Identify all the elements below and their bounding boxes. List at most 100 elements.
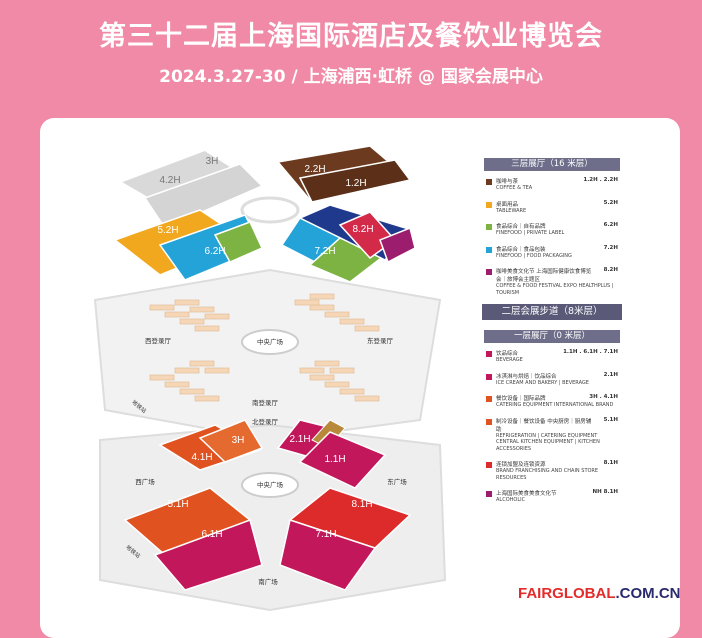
hall-label: 7.1H bbox=[315, 529, 336, 540]
legend-item-en: CATERING EQUIPMENT INTERNATIONAL BRAND bbox=[496, 402, 614, 408]
hall-label: 5.1H bbox=[167, 499, 188, 510]
hall-6-1h-shape bbox=[153, 519, 263, 591]
legend-item-halls: 1.2H . 2.2H bbox=[583, 177, 618, 183]
legend-swatch bbox=[486, 351, 492, 357]
legend-item-cn: 食品综合｜自有品牌 bbox=[496, 224, 546, 230]
hall-label: 3H bbox=[206, 156, 219, 167]
hall-label: 1.1H bbox=[324, 454, 345, 465]
hall-1-2h-shape bbox=[298, 159, 412, 203]
venue-map: 3H 4.2H 2.2H 1.2H 5.2H 6.2H 7.2H 8.2H 4.… bbox=[93, 145, 447, 612]
hall-3h-lower-shape bbox=[198, 419, 264, 463]
hall-label: 4.1H bbox=[191, 452, 212, 463]
brand-name: FAIRGLOBAL bbox=[518, 585, 616, 602]
legend-item-en: FINEFOOD | FOOD PACKAGING bbox=[496, 252, 572, 259]
legend-item-halls: NH 8.1H bbox=[592, 489, 618, 495]
legend-swatch bbox=[486, 179, 492, 185]
east-lobby-label: 东登录厅 bbox=[367, 336, 394, 345]
page-title: 第三十二届上海国际酒店及餐饮业博览会 bbox=[99, 21, 603, 52]
hall-label: 6.1H bbox=[201, 529, 222, 540]
legend-section-title: 三层展厅（16 米层） bbox=[484, 158, 620, 171]
legend-item-cn: 咖啡与茶 bbox=[496, 179, 519, 185]
central-plaza-lower-label: 中央广场 bbox=[257, 480, 284, 489]
legend-item-cn: 咖啡美食文化节 上海国际健康饮食博览会｜旅博会主题区 bbox=[496, 269, 592, 283]
middle-level bbox=[93, 268, 442, 442]
legend-item-cn: 冰淇淋与烘焙｜饮品综合 bbox=[496, 373, 557, 380]
walkway-platform bbox=[93, 268, 442, 442]
hall-label: 8.2H bbox=[352, 224, 373, 235]
legend-item-en: ICE CREAM AND BAKERY | BEVERAGE bbox=[496, 379, 589, 386]
legend-item-en: TABLEWARE bbox=[496, 207, 527, 214]
legend-item-cn: 餐饮设备｜国际品牌 bbox=[496, 396, 546, 402]
legend-item-halls: 2.1H bbox=[603, 371, 618, 378]
south-lobby-label: 南登录厅 bbox=[252, 398, 279, 407]
legend-swatch bbox=[486, 224, 492, 230]
legend-item-en: ALCOHOLIC bbox=[496, 497, 526, 503]
hall-label: 7.2H bbox=[314, 246, 335, 257]
hall-label: 6.2H bbox=[204, 246, 225, 257]
west-lobby-label: 西登录厅 bbox=[145, 336, 172, 345]
page-subtitle: 2024.3.27-30 / 上海浦西·虹桥 @ 国家会展中心 bbox=[159, 67, 543, 87]
legend-item-cn: 连锁加盟及连锁资源 bbox=[496, 462, 546, 468]
hall-1-1h-shape bbox=[298, 431, 387, 489]
legend-item-halls: 5.2H bbox=[603, 199, 618, 206]
legend-item-cn: 食品综合｜食品包装 bbox=[496, 246, 546, 253]
legend-swatch bbox=[486, 396, 492, 402]
upper-level bbox=[113, 145, 416, 283]
hall-label: 2.2H bbox=[304, 164, 325, 175]
east-plaza-label: 东广场 bbox=[387, 477, 407, 486]
upper-ring bbox=[240, 196, 300, 224]
brand-footer: FAIRGLOBAL.COM.CN bbox=[518, 585, 681, 602]
legend-swatch bbox=[486, 201, 492, 208]
brand-domain: .COM.CN bbox=[615, 585, 681, 602]
legend-item-cn: 制冷设备｜餐饮设备 中央厨房｜厨房辅助 bbox=[496, 418, 592, 433]
hall-label: 8.1H bbox=[351, 499, 372, 510]
legend-item-halls: 8.1H bbox=[603, 460, 618, 466]
central-plaza-label: 中央广场 bbox=[257, 337, 284, 346]
legend-swatch bbox=[486, 246, 492, 253]
north-lobby-label: 北登录厅 bbox=[252, 417, 279, 426]
hall-label: 3H bbox=[232, 435, 245, 446]
lower-ring bbox=[241, 472, 299, 498]
middle-ring bbox=[241, 329, 299, 355]
legend-item-en: COFFEE & TEA bbox=[496, 185, 533, 191]
lower-level bbox=[99, 419, 447, 612]
legend-item-halls: 1.1H . 6.1H . 7.1H bbox=[563, 349, 618, 355]
hall-4-2h-shape bbox=[143, 163, 264, 229]
legend-swatch bbox=[486, 491, 492, 497]
legend-swatch bbox=[486, 418, 492, 425]
legend-item-en: REFRIGERATION | CATERING EQUIPMENT CENTR… bbox=[496, 432, 600, 452]
legend-item-halls: 8.2H bbox=[603, 267, 618, 273]
legend-item-en: FINEFOOD | PRIVATE LABEL bbox=[496, 230, 565, 236]
legend-section-title: 一层展厅（0 米层） bbox=[484, 330, 620, 343]
legend-item-cn: 上海国际美食美食文化节 bbox=[496, 491, 557, 497]
booth-blocks bbox=[149, 293, 380, 402]
legend-item-cn: 饮品综合 bbox=[496, 351, 519, 357]
legend-section-title: 二层会展步道（8米层） bbox=[482, 304, 622, 320]
legend-item-cn: 桌面用品 bbox=[496, 201, 519, 208]
legend-item-halls: 7.2H bbox=[603, 244, 618, 251]
legend-item-en: COFFEE & FOOD FESTIVAL EXPO HEALTHPLUS |… bbox=[496, 283, 614, 296]
legend-swatch bbox=[486, 462, 492, 468]
legend-swatch bbox=[486, 269, 492, 275]
legend-item-en: BEVERAGE bbox=[496, 357, 523, 363]
hall-6-2h-private-shape bbox=[213, 221, 264, 263]
south-plaza-label: 南广场 bbox=[258, 577, 278, 586]
hall-7-1h-shape bbox=[279, 519, 377, 591]
hall-8-2h-purple-shape bbox=[379, 226, 416, 264]
hall-label: 1.2H bbox=[345, 178, 366, 189]
legend-item-halls: 3H . 4.1H bbox=[589, 394, 618, 400]
